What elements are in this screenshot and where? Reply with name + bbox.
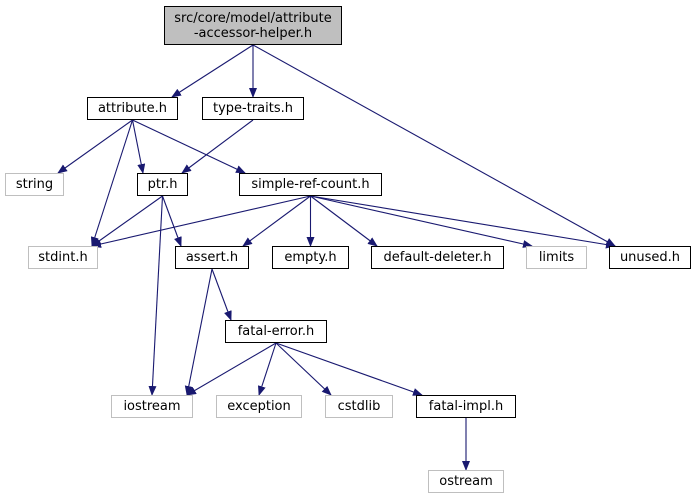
edge-assert-to-fatal-error	[211, 268, 232, 321]
edge-root-to-attribute	[171, 44, 254, 98]
node-string: string	[5, 173, 64, 196]
node-ptr[interactable]: ptr.h	[137, 173, 188, 196]
edge-simple-ref-count-to-limits	[310, 195, 533, 248]
edge-fatal-error-to-iostream	[186, 342, 277, 396]
node-label: empty.h	[284, 250, 337, 265]
node-cstdlib: cstdlib	[325, 395, 393, 418]
node-label: limits	[538, 250, 575, 265]
edge-ptr-to-iostream	[148, 195, 164, 396]
node-attribute[interactable]: attribute.h	[87, 97, 178, 120]
node-limits: limits	[526, 246, 587, 269]
edge-fatal-error-to-fatal-impl	[275, 342, 423, 396]
edge-ptr-to-assert	[161, 195, 182, 247]
edge-simple-ref-count-to-stdint	[91, 195, 311, 248]
node-label: assert.h	[185, 250, 239, 265]
node-fatal-error[interactable]: fatal-error.h	[225, 320, 327, 343]
edge-root-to-unused	[252, 44, 616, 247]
node-exception: exception	[216, 395, 302, 418]
node-assert[interactable]: assert.h	[175, 246, 249, 269]
edge-simple-ref-count-to-default-deleter	[310, 195, 378, 247]
node-fatal-impl[interactable]: fatal-impl.h	[416, 395, 516, 418]
node-label: ostream	[439, 474, 493, 489]
node-iostream: iostream	[111, 395, 193, 418]
edge-fatal-error-to-cstdlib	[275, 342, 332, 396]
node-label: src/core/model/attribute-accessor-helper…	[174, 10, 332, 41]
edge-attribute-to-string	[57, 119, 133, 174]
node-simple-ref-count[interactable]: simple-ref-count.h	[239, 173, 382, 196]
node-default-deleter[interactable]: default-deleter.h	[371, 246, 504, 269]
edge-assert-to-iostream	[184, 268, 213, 396]
edge-simple-ref-count-to-unused	[310, 195, 616, 249]
edge-fatal-error-to-exception	[257, 342, 277, 396]
node-label: iostream	[123, 399, 181, 414]
node-label: cstdlib	[337, 399, 381, 414]
node-label: exception	[227, 399, 291, 414]
node-label: fatal-error.h	[237, 324, 315, 339]
node-label: type-traits.h	[213, 101, 293, 116]
node-label: unused.h	[619, 250, 681, 265]
edge-ptr-to-stdint	[91, 195, 163, 247]
node-empty[interactable]: empty.h	[272, 246, 349, 269]
edge-attribute-to-stdint	[90, 119, 134, 247]
node-type-traits[interactable]: type-traits.h	[202, 97, 304, 120]
node-label: stdint.h	[38, 250, 88, 265]
edge-attribute-to-ptr	[131, 119, 146, 174]
node-ostream: ostream	[428, 470, 504, 493]
node-label: attribute.h	[97, 101, 168, 116]
node-label: default-deleter.h	[383, 250, 492, 265]
node-label: fatal-impl.h	[428, 399, 504, 414]
edge-simple-ref-count-to-assert	[242, 195, 311, 247]
node-label: ptr.h	[147, 177, 178, 192]
node-stdint: stdint.h	[28, 246, 98, 269]
edge-type-traits-to-ptr	[181, 119, 254, 174]
node-label: string	[15, 177, 54, 192]
node-label: simple-ref-count.h	[251, 177, 370, 192]
node-unused[interactable]: unused.h	[609, 246, 691, 269]
node-root[interactable]: src/core/model/attribute-accessor-helper…	[164, 6, 342, 45]
edge-attribute-to-simple-ref-count	[132, 119, 246, 174]
